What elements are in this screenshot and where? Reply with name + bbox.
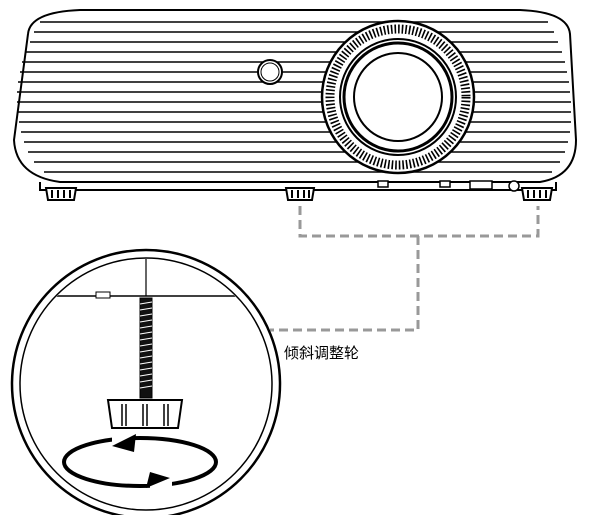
tilt-adjustment-wheel-label: 倾斜调整轮 [284, 344, 360, 362]
projector-foot-center [284, 187, 316, 201]
projector-foot-right [520, 187, 554, 201]
ir-sensor [257, 59, 283, 85]
projector-body [12, 9, 578, 191]
tilt-foot-detail [21, 259, 271, 429]
lens [320, 19, 476, 175]
bottom-details [377, 180, 520, 192]
projector-foot-left [44, 187, 78, 201]
vent-grille [17, 21, 571, 173]
leader-line [270, 206, 540, 332]
rotation-arrows-icon [62, 432, 218, 492]
